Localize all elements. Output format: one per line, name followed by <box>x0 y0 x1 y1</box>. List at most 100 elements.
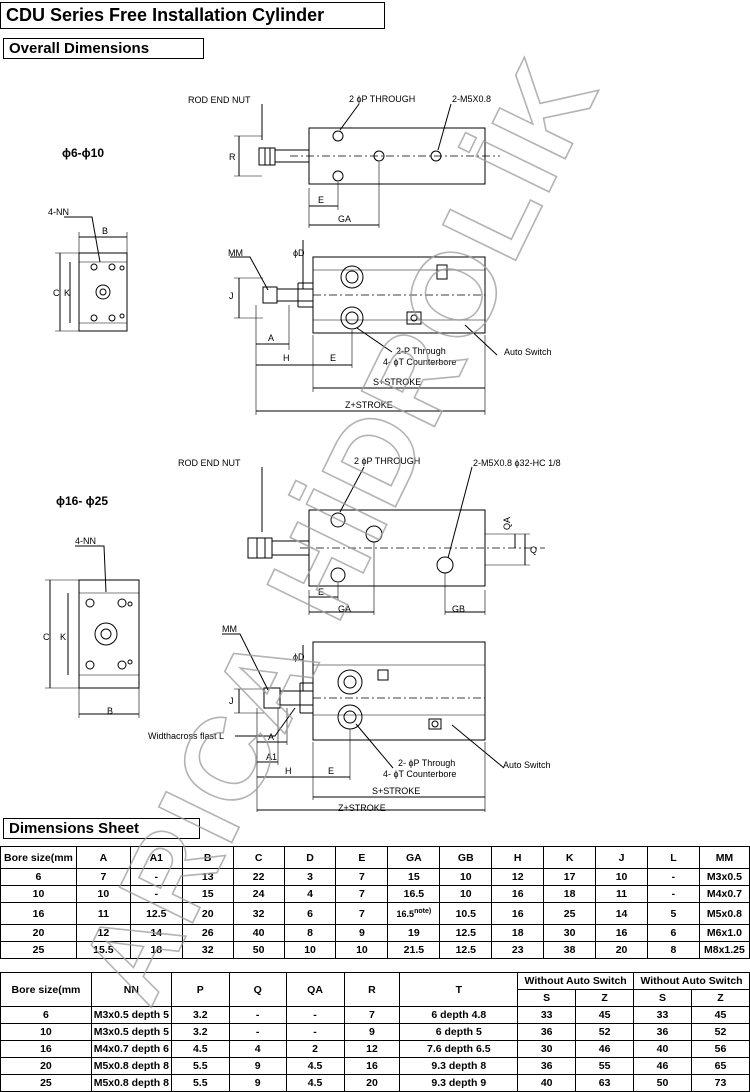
cell: 12.5 <box>129 902 183 925</box>
dimensions-table-1: Bore size(mm A A1 B C D E GA GB H K J L … <box>0 846 750 959</box>
cell: 9 <box>228 1057 287 1075</box>
cell: 30 <box>543 924 597 942</box>
cell: M4x0.7 <box>698 885 750 903</box>
col-H: H <box>491 846 545 869</box>
dim-D-2: ϕD <box>293 652 305 662</box>
dim-C-2: C <box>43 632 50 642</box>
col-GA: GA <box>387 846 441 869</box>
dim-Q: Q <box>530 545 537 555</box>
cell: M5x0.8 depth 8 <box>90 1074 172 1092</box>
cell: 15 <box>181 885 234 903</box>
cell: 25 <box>0 1074 92 1092</box>
col-R: R <box>343 972 401 1007</box>
cell: 50 <box>232 941 285 959</box>
cell: 6 depth 4.8 <box>399 1006 519 1024</box>
cell: 9 <box>335 924 389 942</box>
cell: 10.5 <box>439 902 493 925</box>
dim-H-2: H <box>285 766 292 776</box>
cell: 2 <box>285 1040 345 1058</box>
dim-z-stroke-2: Z+STROKE <box>338 803 386 813</box>
col-group-auto-switch-1: Without Auto Switch <box>517 972 635 990</box>
label-p-through: 2 ϕP THROUGH <box>349 94 415 104</box>
cell: 20 <box>0 924 77 942</box>
cell: 40 <box>633 1040 692 1058</box>
label-width-across: Widthacross flast L <box>148 731 224 741</box>
cell: 9 <box>343 1023 401 1041</box>
cell: 12.5 <box>439 941 493 959</box>
cell: 36 <box>517 1057 577 1075</box>
cell: M8x1.25 <box>698 941 750 959</box>
cell: 63 <box>575 1074 635 1092</box>
cell: 16 <box>491 885 545 903</box>
cell: 12 <box>491 868 545 886</box>
cell: 19 <box>387 924 441 942</box>
label-bore-range: ϕ6-ϕ10 <box>62 146 104 160</box>
cell: 10 <box>335 941 389 959</box>
cell: 32 <box>232 902 285 925</box>
dim-s-stroke: S+STROKE <box>373 377 421 387</box>
dim-K-2: K <box>60 632 66 642</box>
note-marker: note) <box>414 908 432 915</box>
section-dimensions-sheet: Dimensions Sheet <box>3 818 200 839</box>
col-S-2: S <box>633 989 692 1007</box>
label-m5-2: 2-M5X0.8 ϕ32-HC 1/8 <box>473 458 561 468</box>
cell: - <box>228 1006 287 1024</box>
cell: 73 <box>690 1074 750 1092</box>
cell: 8 <box>646 941 700 959</box>
cell: 65 <box>690 1057 750 1075</box>
cell: 15 <box>387 868 441 886</box>
cell: M3x0.5 depth 5 <box>90 1006 172 1024</box>
cell: 33 <box>633 1006 692 1024</box>
cell: 7 <box>75 868 131 886</box>
cell: 20 <box>595 941 648 959</box>
cell: 23 <box>491 941 545 959</box>
cell: 25 <box>0 941 77 959</box>
label-bore-range-2: ϕ16- ϕ25 <box>56 494 108 508</box>
col-A1: A1 <box>129 846 183 869</box>
cell: - <box>646 868 700 886</box>
col-GB: GB <box>439 846 493 869</box>
dim-A: A <box>268 333 274 343</box>
col-T: T <box>399 972 519 1007</box>
cell: 45 <box>690 1006 750 1024</box>
cell: 18 <box>129 941 183 959</box>
cell: - <box>285 1023 345 1041</box>
cell: 36 <box>517 1023 577 1041</box>
col-QA: QA <box>285 972 345 1007</box>
cell: 13 <box>181 868 234 886</box>
cell: M5x0.8 <box>698 902 750 925</box>
dim-A-2: A <box>268 732 274 742</box>
dim-GA-2: GA <box>338 604 351 614</box>
dim-K: K <box>64 288 70 298</box>
cell: 10 <box>75 885 131 903</box>
cell: 20 <box>0 1057 92 1075</box>
cell: 24 <box>232 885 285 903</box>
cell: 10 <box>439 868 493 886</box>
cell: 3 <box>283 868 337 886</box>
dim-J-2: J <box>229 696 234 706</box>
cell: 16 <box>595 924 648 942</box>
label-mm-2: MM <box>222 624 237 634</box>
dim-A1: A1 <box>266 752 277 762</box>
col-A: A <box>75 846 131 869</box>
col-Z-2: Z <box>690 989 750 1007</box>
cell: 6 <box>646 924 700 942</box>
col-P: P <box>170 972 230 1007</box>
label-p-through-2: 2-P Through <box>396 346 446 356</box>
cell: 26 <box>181 924 234 942</box>
cell: 30 <box>517 1040 577 1058</box>
label-nn: 4-NN <box>48 207 69 217</box>
label-p-through-top-2: 2 ϕP THROUGH <box>354 456 420 466</box>
label-counterbore: 4- ϕT Counterbore <box>383 357 456 367</box>
cell: 7 <box>335 885 389 903</box>
cell: 17 <box>543 868 597 886</box>
page-title: CDU Series Free Installation Cylinder <box>0 2 385 29</box>
cell: 4 <box>283 885 337 903</box>
col-bore-size-2: Bore size(mm <box>0 972 92 1007</box>
drawing-bore-6-10: ROD END NUT 2 ϕP THROUGH 2-M5X0.8 ϕ6-ϕ10… <box>48 94 552 415</box>
cell: 14 <box>129 924 183 942</box>
